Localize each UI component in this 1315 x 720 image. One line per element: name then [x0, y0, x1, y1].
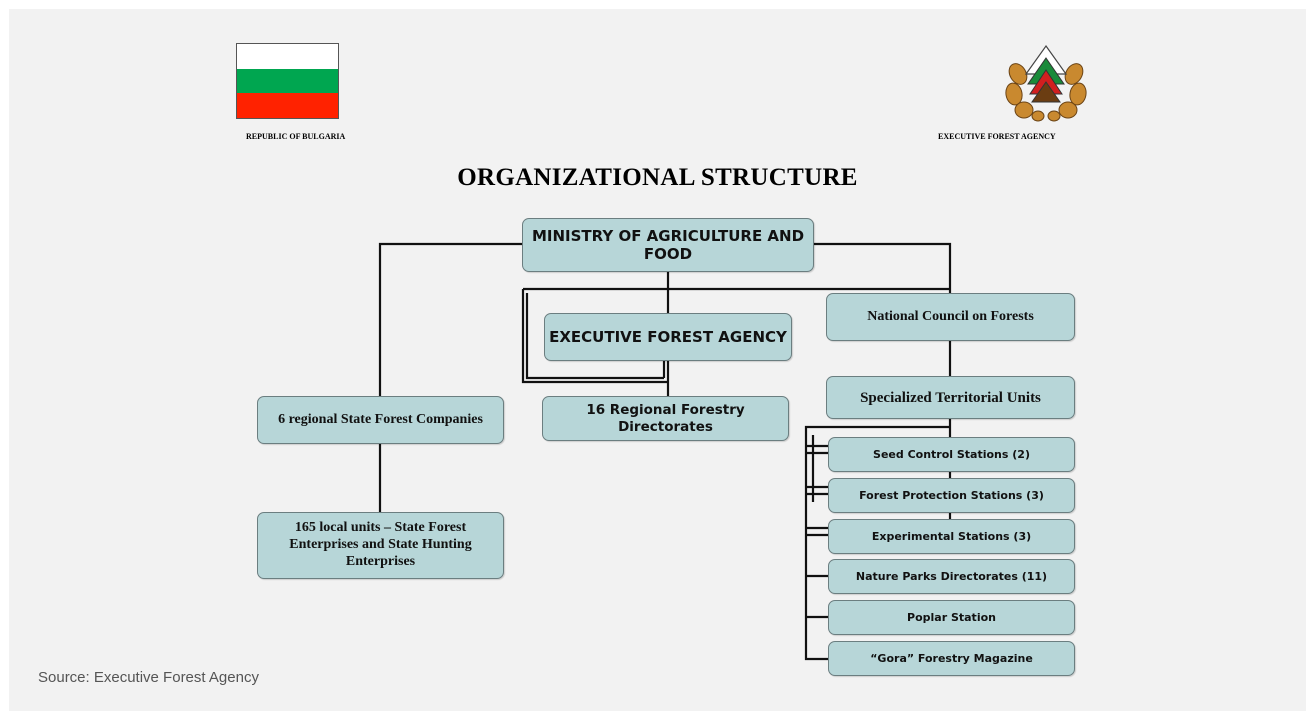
- republic-caption: REPUBLIC OF BULGARIA: [246, 132, 346, 141]
- node-council: National Council on Forests: [826, 293, 1075, 341]
- node-seed-control: Seed Control Stations (2): [828, 437, 1075, 472]
- connector-ministry-companies: [378, 242, 523, 396]
- node-regional-companies: 6 regional State Forest Companies: [257, 396, 504, 444]
- node-poplar: Poplar Station: [828, 600, 1075, 635]
- forest-agency-emblem-icon: [1005, 44, 1087, 122]
- node-magazine: “Gora” Forestry Magazine: [828, 641, 1075, 676]
- chart-title: ORGANIZATIONAL STRUCTURE: [457, 164, 858, 191]
- node-local-units: 165 local units – State Forest Enterpris…: [257, 512, 504, 579]
- connector-ministry-council: [813, 242, 952, 293]
- bulgaria-flag-icon: [236, 43, 339, 119]
- connector-bracket-inner: [525, 293, 664, 380]
- agency-caption: EXECUTIVE FOREST AGENCY: [938, 132, 1056, 141]
- node-experimental: Experimental Stations (3): [828, 519, 1075, 554]
- connector-stations-bracket: [804, 425, 950, 661]
- node-agency: EXECUTIVE FOREST AGENCY: [544, 313, 792, 361]
- node-forest-protection: Forest Protection Stations (3): [828, 478, 1075, 513]
- connector-bracket-left: [521, 289, 668, 384]
- node-ministry: MINISTRY OF AGRICULTURE AND FOOD: [522, 218, 814, 272]
- source-note: Source: Executive Forest Agency: [38, 669, 259, 686]
- node-regional-directorates: 16 Regional Forestry Directorates: [542, 396, 789, 441]
- node-nature-parks: Nature Parks Directorates (11): [828, 559, 1075, 594]
- node-specialized-units: Specialized Territorial Units: [826, 376, 1075, 419]
